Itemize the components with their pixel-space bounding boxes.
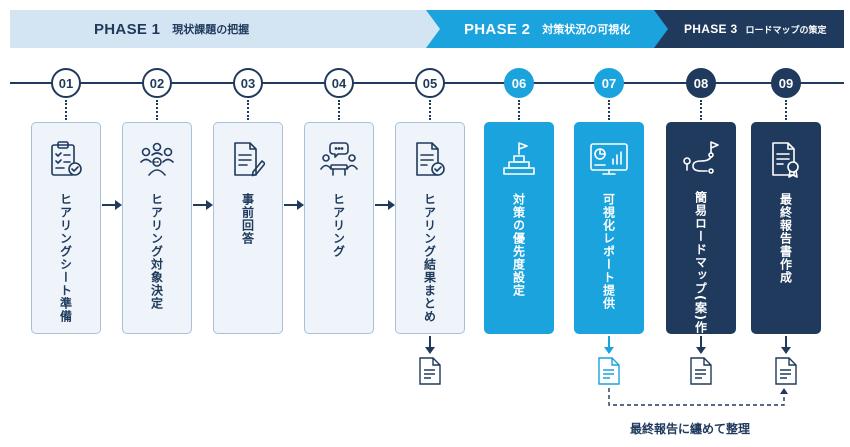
phase-1-banner: PHASE 1 現状課題の把握 [10,10,442,48]
down-arrow-icon [781,336,791,354]
phase-3-number: PHASE 3 [684,22,738,36]
down-arrow-icon [604,336,614,354]
step-label-05: ヒアリング結果まとめ [422,193,437,323]
step-number-09: 09 [771,68,801,98]
step-card-08: 簡易ロードマップ(案)作成 [666,122,736,347]
step-number-03: 03 [233,68,263,98]
merge-label: 最終報告に纏めて整理 [630,422,751,436]
step-card-03: 事前回答 [213,122,283,334]
meeting-chat-icon [319,139,359,179]
step-number-06: 06 [504,68,534,98]
output-document-icon [598,357,620,385]
phase-2-title: 対策状況の可視化 [542,23,631,36]
step-card-04: ヒアリング [304,122,374,334]
step-label-09: 最終報告書作成 [778,193,793,284]
step-label-07: 可視化レポート提供 [601,193,616,310]
output-document-icon [775,357,797,385]
step-card-05: ヒアリング結果まとめ [395,122,465,334]
merge-dashed-connector [608,388,788,406]
step-number-07: 07 [594,68,624,98]
flow-arrow-icon [102,200,122,210]
priority-pyramid-flag-icon [499,139,539,179]
step-label-06: 対策の優先度設定 [511,193,526,297]
connector-dots [156,100,158,120]
connector-dots [518,100,520,120]
step-label-03: 事前回答 [240,193,255,245]
step-card-06: 対策の優先度設定 [484,122,554,334]
step-label-02: ヒアリング対象決定 [149,193,164,310]
clipboard-checklist-icon [46,139,86,179]
step-number-08: 08 [686,68,716,98]
document-check-icon [410,139,450,179]
phase-1-title: 現状課題の把握 [172,23,250,36]
step-number-01: 01 [51,68,81,98]
step-card-07: 可視化レポート提供 [574,122,644,334]
phase-3-title: ロードマップの策定 [745,25,827,36]
step-card-02: ヒアリング対象決定 [122,122,192,334]
flow-arrow-icon [284,200,304,210]
phase-2-banner: PHASE 2 対策状況の可視化 [426,10,670,48]
connector-dots [429,100,431,120]
step-number-02: 02 [142,68,172,98]
step-label-04: ヒアリング [331,193,346,258]
connector-dots [65,100,67,120]
document-pen-icon [228,139,268,179]
output-document-icon [690,357,712,385]
dashboard-report-icon [589,139,629,179]
roadmap-path-icon [681,139,721,177]
connector-dots [608,100,610,120]
phase-3-banner: PHASE 3 ロードマップの策定 [654,10,844,48]
down-arrow-icon [696,336,706,354]
connector-dots [700,100,702,120]
team-people-icon [137,139,177,179]
flow-arrow-icon [375,200,395,210]
step-label-01: ヒアリングシート準備 [58,193,73,323]
step-label-08: 簡易ロードマップ(案)作成 [693,191,708,347]
step-card-01: ヒアリングシート準備 [31,122,101,334]
step-card-09: 最終報告書作成 [751,122,821,334]
connector-dots [785,100,787,120]
certificate-document-icon [766,139,806,179]
flow-arrow-icon [193,200,213,210]
phase-1-number: PHASE 1 [94,20,161,38]
output-document-icon [419,357,441,385]
step-number-05: 05 [415,68,445,98]
connector-dots [247,100,249,120]
down-arrow-icon [425,336,435,354]
phase-2-number: PHASE 2 [464,20,531,38]
connector-dots [338,100,340,120]
step-number-04: 04 [324,68,354,98]
